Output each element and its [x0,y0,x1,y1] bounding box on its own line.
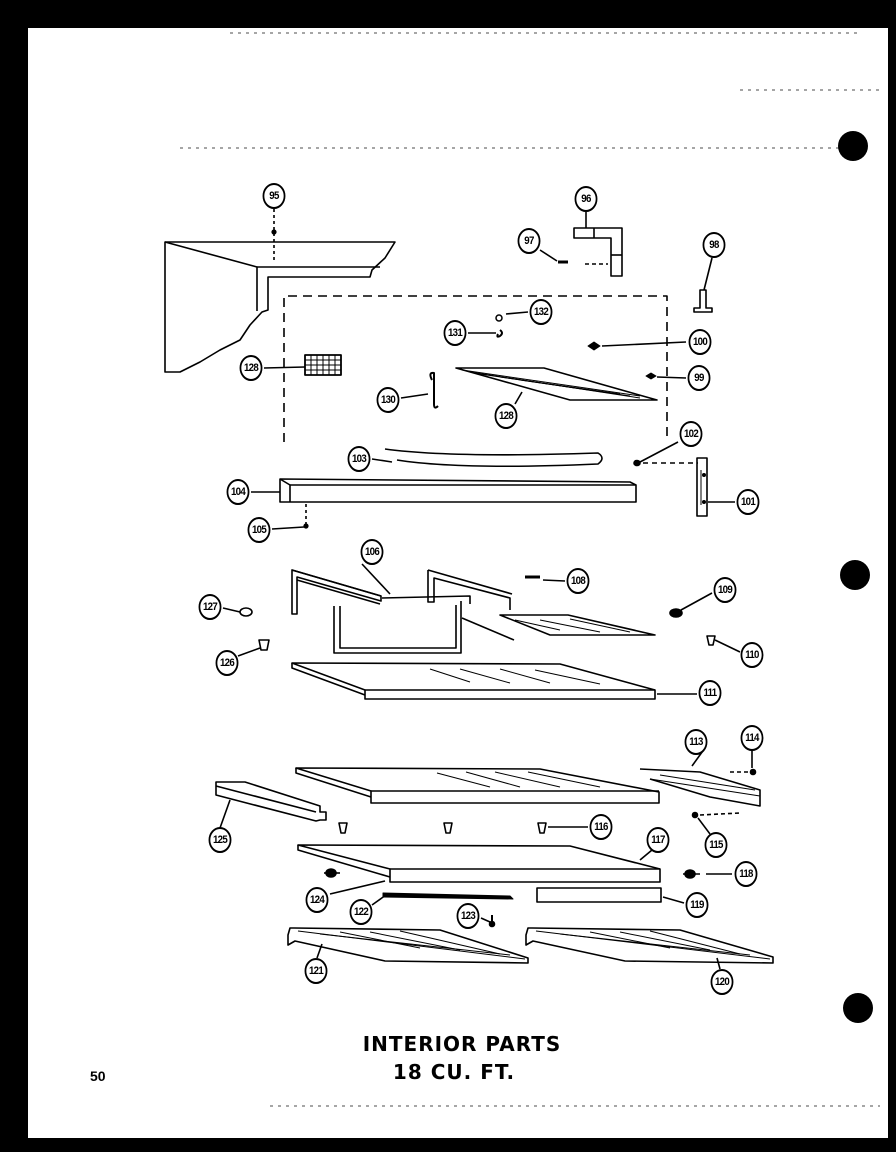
wire-shelf-upper [455,367,658,405]
glass-shelf-middle [295,767,660,804]
wire-shelf-121 [287,927,529,964]
callout-part-120: 120 [710,969,734,995]
callout-part-108: 108 [566,568,590,594]
callout-part-98: 98 [702,232,726,258]
binder-hole-top [838,131,868,161]
callout-part-99: 99 [687,365,711,391]
callout-part-119: 119 [685,892,709,918]
cabinet-liner-part [164,209,396,373]
callout-part-130: 130 [376,387,400,413]
callout-part-127: 127 [198,594,222,620]
wire-shelf-120 [525,927,774,970]
callout-part-103: 103 [347,446,371,472]
callout-part-132: 132 [529,299,553,325]
callout-part-126: 126 [215,650,239,676]
callout-part-95: 95 [262,183,286,209]
screw-97 [539,249,568,264]
binder-hole-middle [840,560,870,590]
bracket-96 [573,212,623,277]
diagram-title: INTERIOR PARTS [362,1032,562,1056]
glass-shelf-111 [291,662,697,700]
callout-part-111: 111 [698,680,722,706]
callout-part-110: 110 [740,642,764,668]
callout-part-115: 115 [704,832,728,858]
callout-part-117: 117 [646,827,670,853]
callout-part-128: 128 [494,403,518,429]
callout-part-109: 109 [713,577,737,603]
callout-part-122: 122 [349,899,373,925]
glass-shelf-117 [297,844,661,883]
callout-part-100: 100 [688,329,712,355]
callout-part-104: 104 [226,479,250,505]
callout-part-131: 131 [443,320,467,346]
gasket-103 [371,448,603,468]
callout-part-121: 121 [304,958,328,984]
callout-part-101: 101 [736,489,760,515]
clip-98 [693,257,713,313]
scanned-page [28,28,888,1138]
diagram-subtitle: 18 CU. FT. [392,1060,516,1084]
callout-part-105: 105 [247,517,271,543]
binder-hole-bottom [843,993,873,1023]
callout-part-114: 114 [740,725,764,751]
callout-part-125: 125 [208,827,232,853]
frame-106 [291,563,515,654]
rail-125 [215,781,327,829]
callout-part-106: 106 [360,539,384,565]
callout-part-124: 124 [305,887,329,913]
glass-shelf-upper [499,614,656,636]
callout-part-128: 128 [239,355,263,381]
callout-part-123: 123 [456,903,480,929]
callout-part-116: 116 [589,814,613,840]
callout-part-102: 102 [679,421,703,447]
callout-part-97: 97 [517,228,541,254]
scan-noise [180,32,880,1107]
callout-part-118: 118 [734,861,758,887]
rail-104 [251,478,637,530]
bracket-101 [696,457,735,517]
callout-part-96: 96 [574,186,598,212]
callout-part-113: 113 [684,729,708,755]
grille-128 [263,354,342,376]
page-number: 50 [90,1068,106,1084]
compartment-dashed-outline [283,295,668,442]
